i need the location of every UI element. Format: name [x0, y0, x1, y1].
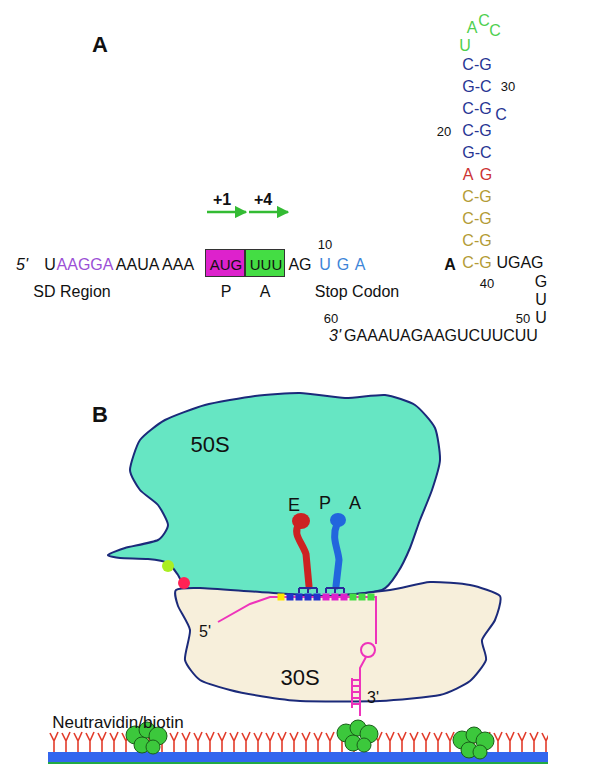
sequence: AAUA AAA — [116, 257, 194, 273]
site-label: E — [288, 496, 300, 514]
position-number: 50 — [516, 312, 530, 325]
peg-layer — [48, 730, 548, 752]
region-label: SD Region — [33, 284, 110, 300]
loop-nucleotide: A — [467, 20, 478, 36]
loop-nucleotide: C — [478, 13, 490, 29]
base-pair: C-G — [462, 57, 491, 73]
stop-nucleotide: A — [355, 257, 366, 273]
loop-nucleotide: C — [489, 23, 501, 39]
site-label: P — [319, 494, 331, 512]
base-pair: C-G — [462, 189, 491, 205]
position-number: 60 — [324, 312, 338, 325]
small-subunit: 30S — [168, 580, 508, 706]
frame-arrow — [249, 211, 288, 214]
sd-sequence: AAGGA — [57, 257, 114, 273]
large-subunit: 50S — [100, 388, 445, 600]
node-label: UUU — [250, 257, 283, 272]
end-label: 3' — [329, 328, 341, 344]
position-number: 20 — [437, 125, 451, 138]
sequence: AG — [288, 257, 311, 273]
end-label: 5' — [199, 624, 211, 640]
base-pair: C-G — [462, 123, 491, 139]
sequence: UGAG — [496, 255, 543, 271]
node-label: 30S — [280, 667, 319, 689]
end-label: 5' — [16, 257, 28, 273]
base-pair: C-G — [462, 211, 491, 227]
nucleotide: G — [535, 274, 547, 290]
region-label: Stop Codon — [315, 284, 400, 300]
position-number: 10 — [318, 238, 332, 251]
bulge-nucleotide: C — [495, 107, 507, 123]
position-number: 30 — [501, 80, 515, 93]
base-pair: G-C — [462, 79, 491, 95]
site-label: A — [260, 284, 271, 300]
nucleotide: A — [444, 257, 456, 273]
mismatch-nucleotide: G — [480, 167, 492, 183]
stop-nucleotide: U — [319, 257, 331, 273]
base-pair: C-G — [462, 101, 491, 117]
base-pair: G-C — [462, 145, 491, 161]
end-label: 3' — [367, 690, 379, 706]
base-pair: C-G — [462, 255, 491, 271]
subunit-body — [175, 582, 500, 701]
a-site-codon-box: UUU — [245, 249, 285, 277]
surface-edge — [48, 762, 548, 764]
neutravidin-protein — [337, 720, 378, 752]
base-pair: C-G — [462, 233, 491, 249]
glass-surface — [48, 752, 548, 762]
position-number: 40 — [480, 277, 494, 290]
subunit-outline — [168, 580, 508, 706]
nucleotide: U — [535, 310, 547, 326]
surface-label: Neutravidin/biotin — [52, 714, 183, 731]
p-site-codon-box: AUG — [205, 249, 245, 277]
stop-nucleotide: G — [337, 257, 349, 273]
neutravidin-protein — [453, 727, 494, 759]
subunit-outline — [100, 388, 445, 600]
subunit-body — [108, 393, 440, 596]
sequence: GAAAUAGAAGUCUUCUU — [344, 328, 538, 344]
nucleotide: U — [44, 257, 56, 273]
frame-arrow — [207, 211, 246, 214]
node-label: AUG — [210, 257, 243, 272]
nucleotide: U — [535, 292, 547, 308]
mismatch-nucleotide: A — [463, 167, 474, 183]
site-label: A — [349, 494, 361, 512]
panel-letter: A — [92, 34, 108, 56]
site-label: P — [221, 284, 232, 300]
loop-nucleotide: U — [459, 38, 471, 54]
position-label: +1 — [213, 192, 231, 208]
node-label: 50S — [190, 434, 229, 456]
panel-letter: B — [92, 404, 108, 426]
position-label: +4 — [254, 192, 272, 208]
